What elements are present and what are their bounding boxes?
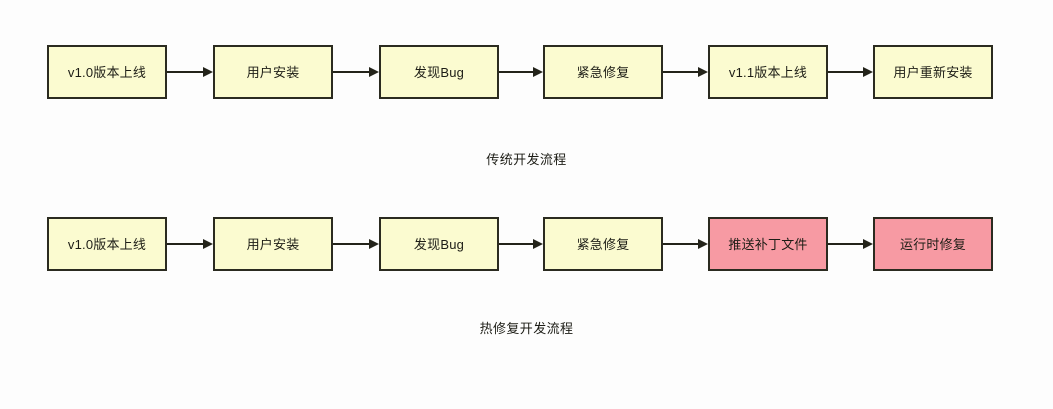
flow-arrow (499, 239, 543, 249)
arrow-line (663, 71, 698, 73)
flow-arrow (663, 239, 708, 249)
flow-node[interactable]: 紧急修复 (543, 45, 663, 99)
flow-arrow (499, 67, 543, 77)
flow-node[interactable]: 发现Bug (379, 45, 499, 99)
flow-node[interactable]: 发现Bug (379, 217, 499, 271)
arrow-head-icon (698, 67, 708, 77)
flow-node[interactable]: 用户安装 (213, 45, 333, 99)
arrow-line (499, 243, 533, 245)
arrow-head-icon (369, 239, 379, 249)
arrow-head-icon (863, 67, 873, 77)
flow-node[interactable]: 紧急修复 (543, 217, 663, 271)
flow-caption-traditional: 传统开发流程 (486, 152, 567, 167)
flow-node[interactable]: v1.0版本上线 (47, 45, 167, 99)
flow-node[interactable]: 用户安装 (213, 217, 333, 271)
arrow-line (167, 71, 203, 73)
flow-node[interactable]: 用户重新安装 (873, 45, 993, 99)
arrow-line (663, 243, 698, 245)
flow-arrow (663, 67, 708, 77)
arrow-line (828, 71, 863, 73)
arrow-line (333, 243, 369, 245)
flow-node[interactable]: 推送补丁文件 (708, 217, 828, 271)
arrow-head-icon (203, 239, 213, 249)
flow-node[interactable]: 运行时修复 (873, 217, 993, 271)
flow-node[interactable]: v1.1版本上线 (708, 45, 828, 99)
flow-node[interactable]: v1.0版本上线 (47, 217, 167, 271)
arrow-head-icon (203, 67, 213, 77)
arrow-head-icon (698, 239, 708, 249)
arrow-line (499, 71, 533, 73)
arrow-line (333, 71, 369, 73)
arrow-head-icon (533, 67, 543, 77)
flow-row-hotfix: v1.0版本上线用户安装发现Bug 紧急修复推送补丁文件运行时修复 (0, 217, 1053, 271)
arrow-head-icon (863, 239, 873, 249)
flow-row-traditional: v1.0版本上线用户安装发现Bug 紧急修复 v1.1版本上线用户重新安装 (0, 45, 1053, 99)
arrow-line (167, 243, 203, 245)
arrow-line (828, 243, 863, 245)
flow-arrow (828, 239, 873, 249)
arrow-head-icon (369, 67, 379, 77)
flow-caption-hotfix: 热修复开发流程 (479, 321, 574, 336)
flow-arrow (333, 239, 379, 249)
arrow-head-icon (533, 239, 543, 249)
flow-arrow (333, 67, 379, 77)
flow-arrow (167, 239, 213, 249)
flow-arrow (167, 67, 213, 77)
flow-arrow (828, 67, 873, 77)
